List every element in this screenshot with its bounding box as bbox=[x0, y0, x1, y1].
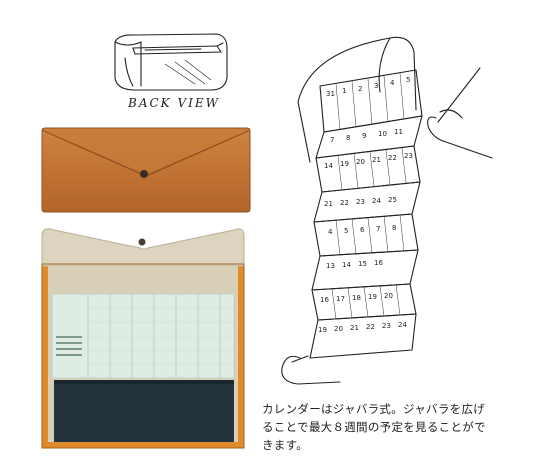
sketch-num: 7 bbox=[330, 136, 334, 144]
closed-case-photo bbox=[41, 127, 251, 213]
sketch-num: 22 bbox=[366, 323, 375, 331]
sketch-num: 10 bbox=[378, 130, 387, 138]
sketch-num: 11 bbox=[394, 128, 403, 136]
sketch-num: 20 bbox=[334, 325, 343, 333]
sketch-num: 16 bbox=[374, 259, 383, 267]
sketch-num: 17 bbox=[336, 295, 345, 303]
sketch-num: 14 bbox=[342, 261, 351, 269]
sketch-num: 13 bbox=[326, 262, 335, 270]
sketch-num: 9 bbox=[362, 132, 366, 140]
sketch-num: 24 bbox=[372, 197, 381, 205]
caption-line-1: カレンダーはジャバラ式。ジャバラを広げ bbox=[262, 402, 486, 416]
sketch-num: 14 bbox=[324, 162, 333, 170]
sketch-num: 25 bbox=[388, 196, 397, 204]
sketch-num: 4 bbox=[390, 79, 395, 87]
sketch-num: 21 bbox=[372, 156, 381, 164]
caption-line-2: ることで最大８週間の予定を見ることがで bbox=[262, 420, 486, 434]
sketch-num: 8 bbox=[346, 134, 350, 142]
sketch-num: 22 bbox=[388, 154, 397, 162]
sketch-num: 24 bbox=[398, 321, 407, 329]
sketch-num: 5 bbox=[406, 76, 410, 84]
sketch-num: 21 bbox=[324, 200, 333, 208]
sketch-num: 6 bbox=[360, 226, 365, 234]
caption-text: カレンダーはジャバラ式。ジャバラを広げ ることで最大８週間の予定を見ることがで … bbox=[262, 400, 527, 454]
back-view-sketch bbox=[114, 33, 228, 91]
sketch-num: 23 bbox=[404, 152, 413, 160]
sketch-num: 18 bbox=[352, 294, 361, 302]
sketch-num: 31 bbox=[326, 90, 335, 98]
sketch-num: 2 bbox=[358, 85, 362, 93]
sketch-num: 8 bbox=[392, 224, 396, 232]
sketch-num: 19 bbox=[340, 160, 349, 168]
sketch-num: 3 bbox=[374, 82, 378, 90]
sketch-num: 4 bbox=[328, 228, 333, 236]
sketch-num: 7 bbox=[376, 225, 380, 233]
sketch-num: 21 bbox=[350, 324, 359, 332]
sketch-num: 1 bbox=[342, 87, 346, 95]
sketch-num: 5 bbox=[344, 227, 348, 235]
sketch-num: 22 bbox=[340, 199, 349, 207]
accordion-calendar-sketch: 31 1 2 3 4 5 7 8 9 10 11 14 19 20 21 22 … bbox=[281, 36, 493, 385]
sketch-num: 19 bbox=[368, 293, 377, 301]
open-case-photo bbox=[41, 228, 245, 449]
sketch-num: 23 bbox=[356, 198, 365, 206]
sketch-num: 15 bbox=[358, 260, 367, 268]
back-view-label: BACK VIEW bbox=[128, 96, 220, 110]
sketch-num: 16 bbox=[320, 296, 329, 304]
sketch-num: 23 bbox=[382, 322, 391, 330]
caption-line-3: きます。 bbox=[262, 438, 309, 452]
sketch-num: 19 bbox=[318, 326, 327, 334]
sketch-num: 20 bbox=[384, 292, 393, 300]
sketch-num: 20 bbox=[356, 158, 365, 166]
